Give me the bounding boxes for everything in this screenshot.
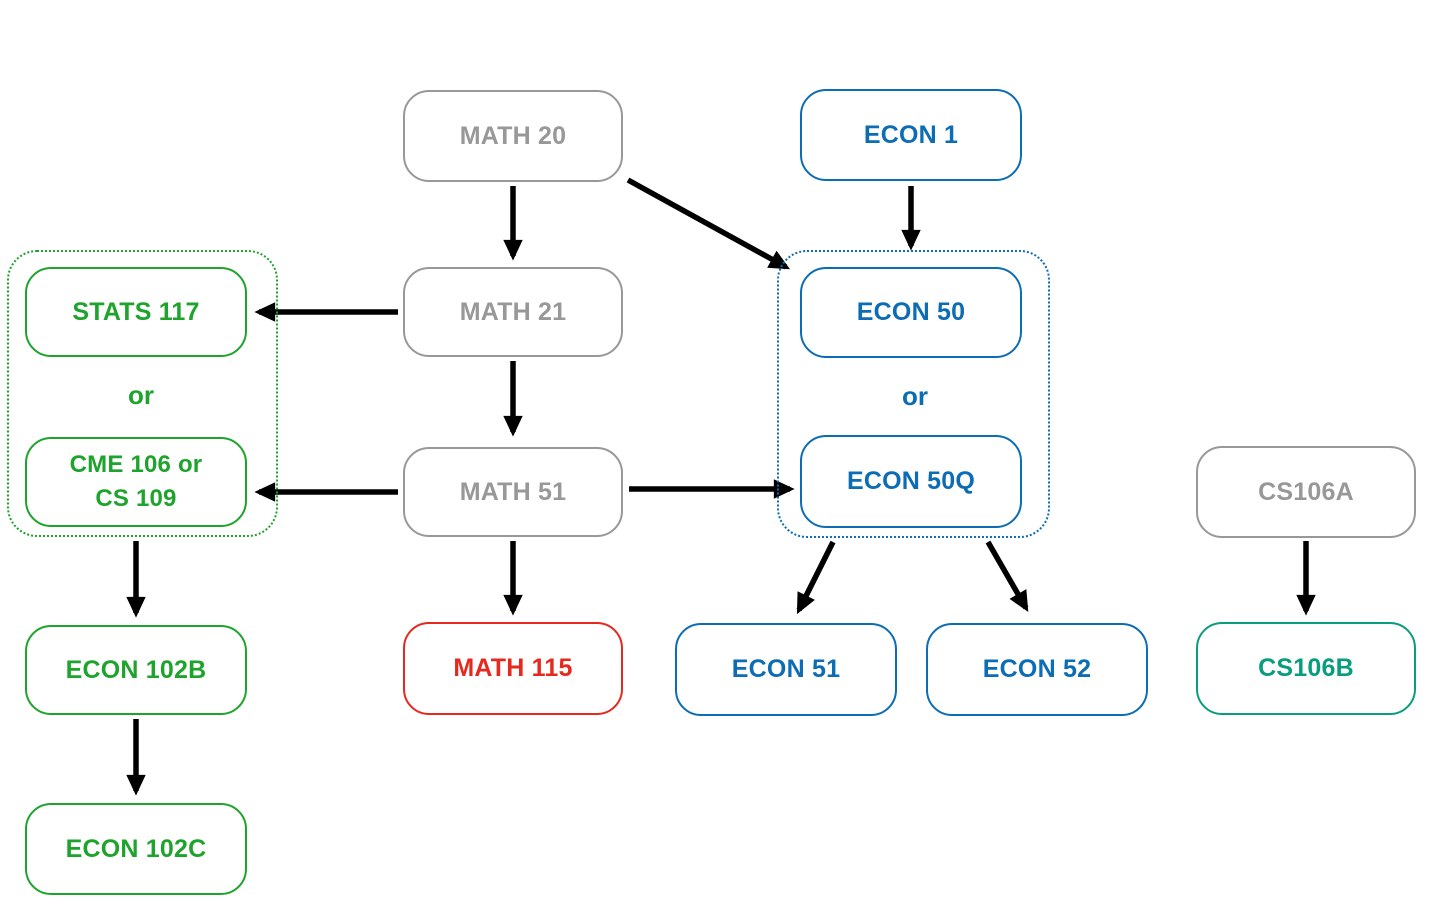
- edge-econ50group-econ52: [985, 540, 1029, 613]
- node-econ-51: ECON 51: [675, 623, 897, 716]
- edge-math20-econ50: [626, 177, 791, 270]
- or-label-stats-cme: or: [128, 380, 154, 410]
- node-label: MATH 115: [453, 654, 573, 683]
- node-math-115: MATH 115: [403, 622, 623, 715]
- node-econ-52: ECON 52: [926, 623, 1148, 716]
- node-label: MATH 21: [459, 297, 567, 326]
- group-econ50-or-econ50q: [777, 250, 1050, 538]
- node-label: ECON 102B: [65, 655, 207, 684]
- node-label: ECON 50Q: [846, 467, 976, 496]
- node-label-line-2: CS 109: [95, 485, 177, 512]
- node-label-line-1: CME 106 or: [69, 451, 203, 478]
- node-econ-50: ECON 50: [800, 267, 1022, 358]
- or-label-econ50-50q: or: [902, 381, 928, 411]
- group-stats117-or-cme106: [7, 250, 278, 537]
- node-label: ECON 50: [856, 298, 966, 327]
- node-label: ECON 102C: [65, 834, 207, 863]
- node-math-20: MATH 20: [403, 90, 623, 182]
- node-econ-1: ECON 1: [800, 89, 1022, 181]
- node-math-21: MATH 21: [403, 267, 623, 357]
- node-label: ECON 51: [731, 655, 841, 684]
- node-cs106a: CS106A: [1196, 446, 1416, 538]
- node-label: ECON 1: [863, 120, 959, 149]
- node-label: CS106B: [1258, 654, 1354, 683]
- node-label: ECON 52: [982, 655, 1092, 684]
- node-math-51: MATH 51: [403, 447, 623, 537]
- node-label: STATS 117: [72, 297, 200, 326]
- node-label: MATH 51: [459, 477, 567, 506]
- node-econ-50q: ECON 50Q: [800, 435, 1022, 528]
- edge-econ50group-econ51: [796, 540, 836, 615]
- node-stats-117: STATS 117: [25, 267, 247, 357]
- node-label: CS106A: [1258, 477, 1354, 506]
- node-econ-102b: ECON 102B: [25, 625, 247, 715]
- node-econ-102c: ECON 102C: [25, 803, 247, 895]
- node-cme-106-or-cs-109: CME 106 or CS 109: [25, 437, 247, 527]
- node-label: MATH 20: [459, 121, 567, 150]
- node-cs106b: CS106B: [1196, 622, 1416, 715]
